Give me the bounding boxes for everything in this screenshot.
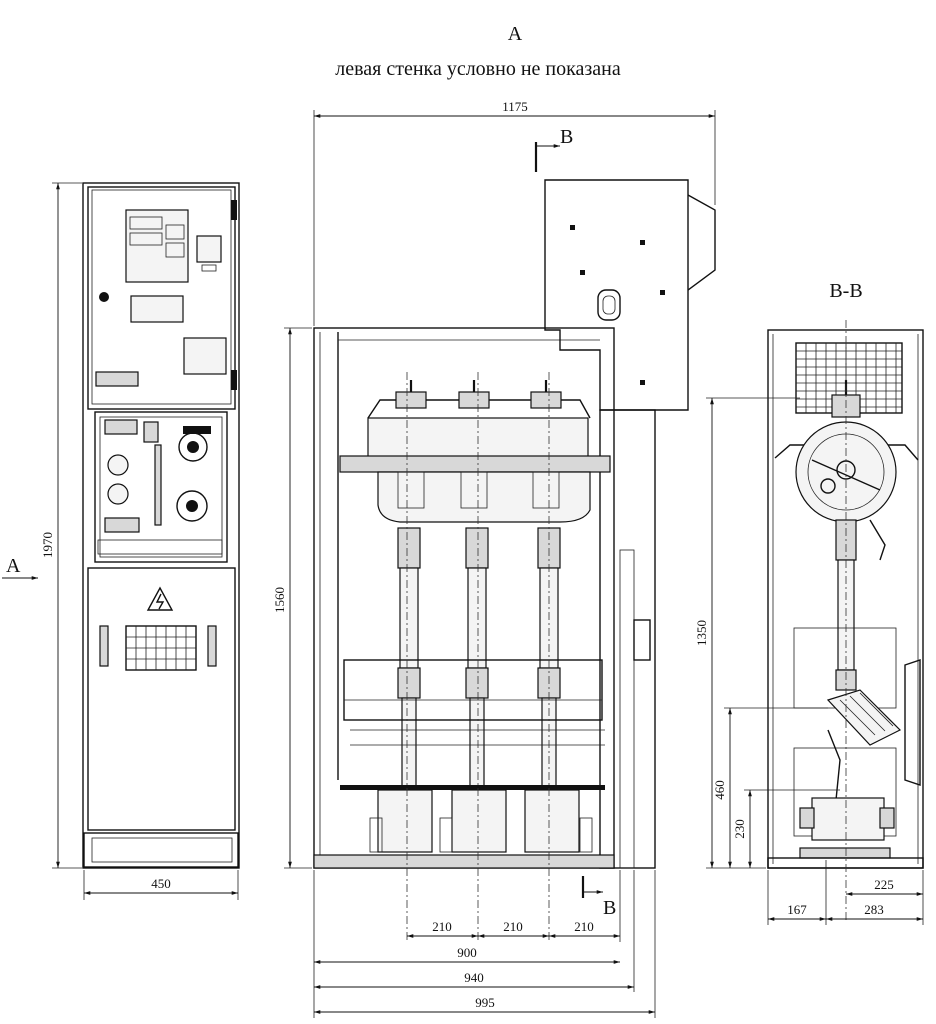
protection-relay: [125, 209, 189, 283]
width-900-dim: 900: [457, 945, 477, 960]
overall-width-dim: 1175: [502, 99, 528, 114]
front-width-dim: 450: [151, 876, 171, 891]
control-button-on: [107, 454, 129, 476]
door-lock-icon: [99, 292, 109, 302]
side-view: B B 1175 1560 210 210 210 900 940: [272, 99, 716, 1018]
pole-1: [397, 471, 425, 787]
indicator-panel: [196, 235, 222, 263]
section-height-230-dim: 230: [732, 819, 747, 839]
pitch-dim-1: 210: [432, 919, 452, 934]
relay-box: [544, 179, 689, 411]
svg-text:B: B: [560, 126, 573, 148]
section-mark-top: B: [534, 126, 573, 172]
high-voltage-warning-icon: [146, 586, 174, 611]
current-transformer-3: [524, 789, 593, 853]
pitch-dim-2: 210: [503, 919, 523, 934]
section-height-460-dim: 460: [712, 780, 727, 800]
svg-text:B: B: [603, 897, 616, 919]
circuit-breaker-unit: [811, 797, 885, 841]
view-arrow-a: A: [2, 555, 38, 580]
cable-compartment-door: [87, 567, 236, 831]
section-dim-225: 225: [874, 877, 894, 892]
width-995-dim: 995: [475, 995, 495, 1010]
section-label: B-B: [829, 280, 862, 302]
bushing-1: [395, 380, 427, 409]
front-height-dim: 1970: [40, 532, 55, 558]
svg-text:A: A: [6, 555, 21, 577]
section-height-1350-dim: 1350: [694, 620, 709, 646]
operating-mechanism-panel: [94, 411, 228, 563]
pitch-dim-3: 210: [574, 919, 594, 934]
bushing-2: [458, 380, 490, 409]
current-transformer-2: [439, 789, 507, 853]
meter-display: [130, 295, 184, 323]
bushing-3: [530, 380, 562, 409]
view-note: левая стенка условно не показана: [335, 58, 621, 80]
door-handle: [633, 619, 651, 661]
section-dim-167: 167: [787, 902, 807, 917]
view-label-a: A: [508, 23, 523, 45]
relay-compartment-door: [87, 186, 236, 410]
door-handle-left: [99, 625, 109, 667]
section-view: B-B: [694, 280, 924, 925]
circuit-breaker-frame: [343, 659, 603, 721]
nameplate: [95, 371, 139, 387]
door-handle-right: [207, 625, 217, 667]
current-transformer-1: [369, 789, 433, 853]
control-button-off: [107, 483, 129, 505]
side-height-dim: 1560: [272, 587, 287, 613]
section-dim-283: 283: [864, 902, 884, 917]
front-view: 1970 450: [40, 182, 240, 900]
width-940-dim: 940: [464, 970, 484, 985]
busbar-support: [339, 455, 611, 473]
section-mark-bottom: B: [581, 876, 616, 919]
section-current-transformer: [826, 689, 902, 746]
